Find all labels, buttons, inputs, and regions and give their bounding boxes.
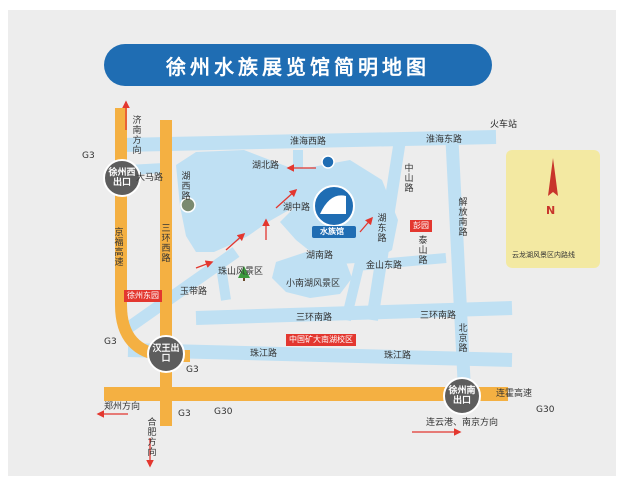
compass-box (506, 150, 600, 268)
map-title: 徐州水族展览馆简明地图 (104, 44, 492, 86)
exit-label-xuzhou-south: 徐州南出口 (448, 386, 476, 406)
road-label-jiefang-south: 解放南路 (458, 198, 468, 238)
highway-code-g3-d: G3 (178, 409, 191, 419)
highway-code-g3-a: G3 (82, 151, 95, 161)
place-label-zhushan: 珠山风景区 (218, 267, 264, 277)
direction-label-hefei: 合肥方向 (147, 418, 157, 458)
tree-icon (238, 266, 250, 281)
west-lake-area (176, 150, 296, 252)
location-marker-icon (180, 197, 196, 213)
road-label-jingfu: 京福高速 (114, 228, 124, 268)
road-label-sanhuan-west: 三环西路 (161, 224, 171, 264)
place-badge-pengyuan: 彭园 (410, 220, 432, 232)
road-label-huxi: 湖西路 (181, 172, 191, 202)
exit-label-xuzhou-west: 徐州西出口 (108, 168, 136, 188)
arrow-route-2 (225, 232, 246, 251)
jiefang-road (445, 139, 471, 381)
road-label-lianhuo: 连霍高速 (496, 389, 533, 399)
arrow-route-4 (275, 188, 298, 209)
direction-label-jinan: 济南方向 (132, 116, 142, 156)
road-label-sanhuan-south: 三环南路 (296, 313, 333, 323)
road-label-huaihai-east: 淮海东路 (426, 135, 463, 145)
road-label-huaihai-west: 淮海西路 (290, 137, 327, 147)
north-arrow-icon (548, 158, 558, 196)
road-label-zhujiang-2: 珠江路 (384, 351, 412, 361)
road-label-beijing: 北京路 (458, 324, 468, 354)
xiaonanhu-lake-area (272, 252, 352, 298)
zhongshan-road (366, 139, 406, 321)
direction-label-zhengzhou: 郑州方向 (104, 402, 141, 412)
place-label-xiaonanhu: 小南湖风景区 (286, 279, 341, 289)
road-label-zhongshan: 中山路 (404, 164, 414, 194)
road-label-sanhuan-south-2: 三环南路 (420, 311, 457, 321)
road-label-huzhong: 湖中路 (283, 203, 311, 213)
huaihai-road (119, 130, 497, 152)
place-badge-cumt: 中国矿大南湖校区 (286, 334, 356, 346)
road-label-hubei: 湖北路 (252, 161, 280, 171)
road-label-zhujiang: 珠江路 (250, 349, 278, 359)
highway-code-g3-b: G3 (104, 337, 117, 347)
highway-code-g30-a: G30 (214, 407, 233, 417)
place-label-aquarium: 水族馆 (320, 227, 344, 236)
arrow-route-5 (359, 216, 374, 233)
jinshan-road (355, 253, 447, 271)
road-network (119, 130, 513, 381)
exit-label-hanwang: 汉王出口 (152, 344, 180, 364)
connector-road (341, 260, 365, 322)
road-label-hudong: 湖东路 (377, 214, 387, 244)
highway-code-g3-c: G3 (186, 365, 199, 375)
road-label-hunan: 湖南路 (306, 251, 334, 261)
compass-north-label: N (546, 204, 556, 217)
road-label-yudai: 玉带路 (180, 287, 208, 297)
road-label-taishan: 泰山路 (418, 236, 428, 266)
zhushan-road (215, 259, 231, 301)
road-label-dama: 大马路 (136, 173, 164, 183)
aquarium-marker-icon (312, 185, 356, 238)
direction-label-lianyungang: 连云港、南京方向 (426, 418, 499, 428)
place-badge-xuzhou-east: 徐州东园 (124, 290, 162, 302)
direction-label-yunlong-route: 云龙湖风景区内路线 (512, 251, 575, 259)
sanhuan-south-road (195, 301, 513, 325)
highway-code-g30-b: G30 (536, 405, 555, 415)
exit-circle-hanwang (147, 335, 185, 373)
road-label-jinshan-east: 金山东路 (366, 261, 403, 271)
location-marker-icon (321, 155, 335, 169)
arrow-route-1 (195, 260, 214, 269)
exit-circle-xuzhou-south (443, 377, 481, 415)
place-label-huochezhan: 火车站 (490, 120, 518, 130)
zhujiang-road (127, 343, 513, 367)
exit-circle-xuzhou-west (103, 159, 141, 197)
